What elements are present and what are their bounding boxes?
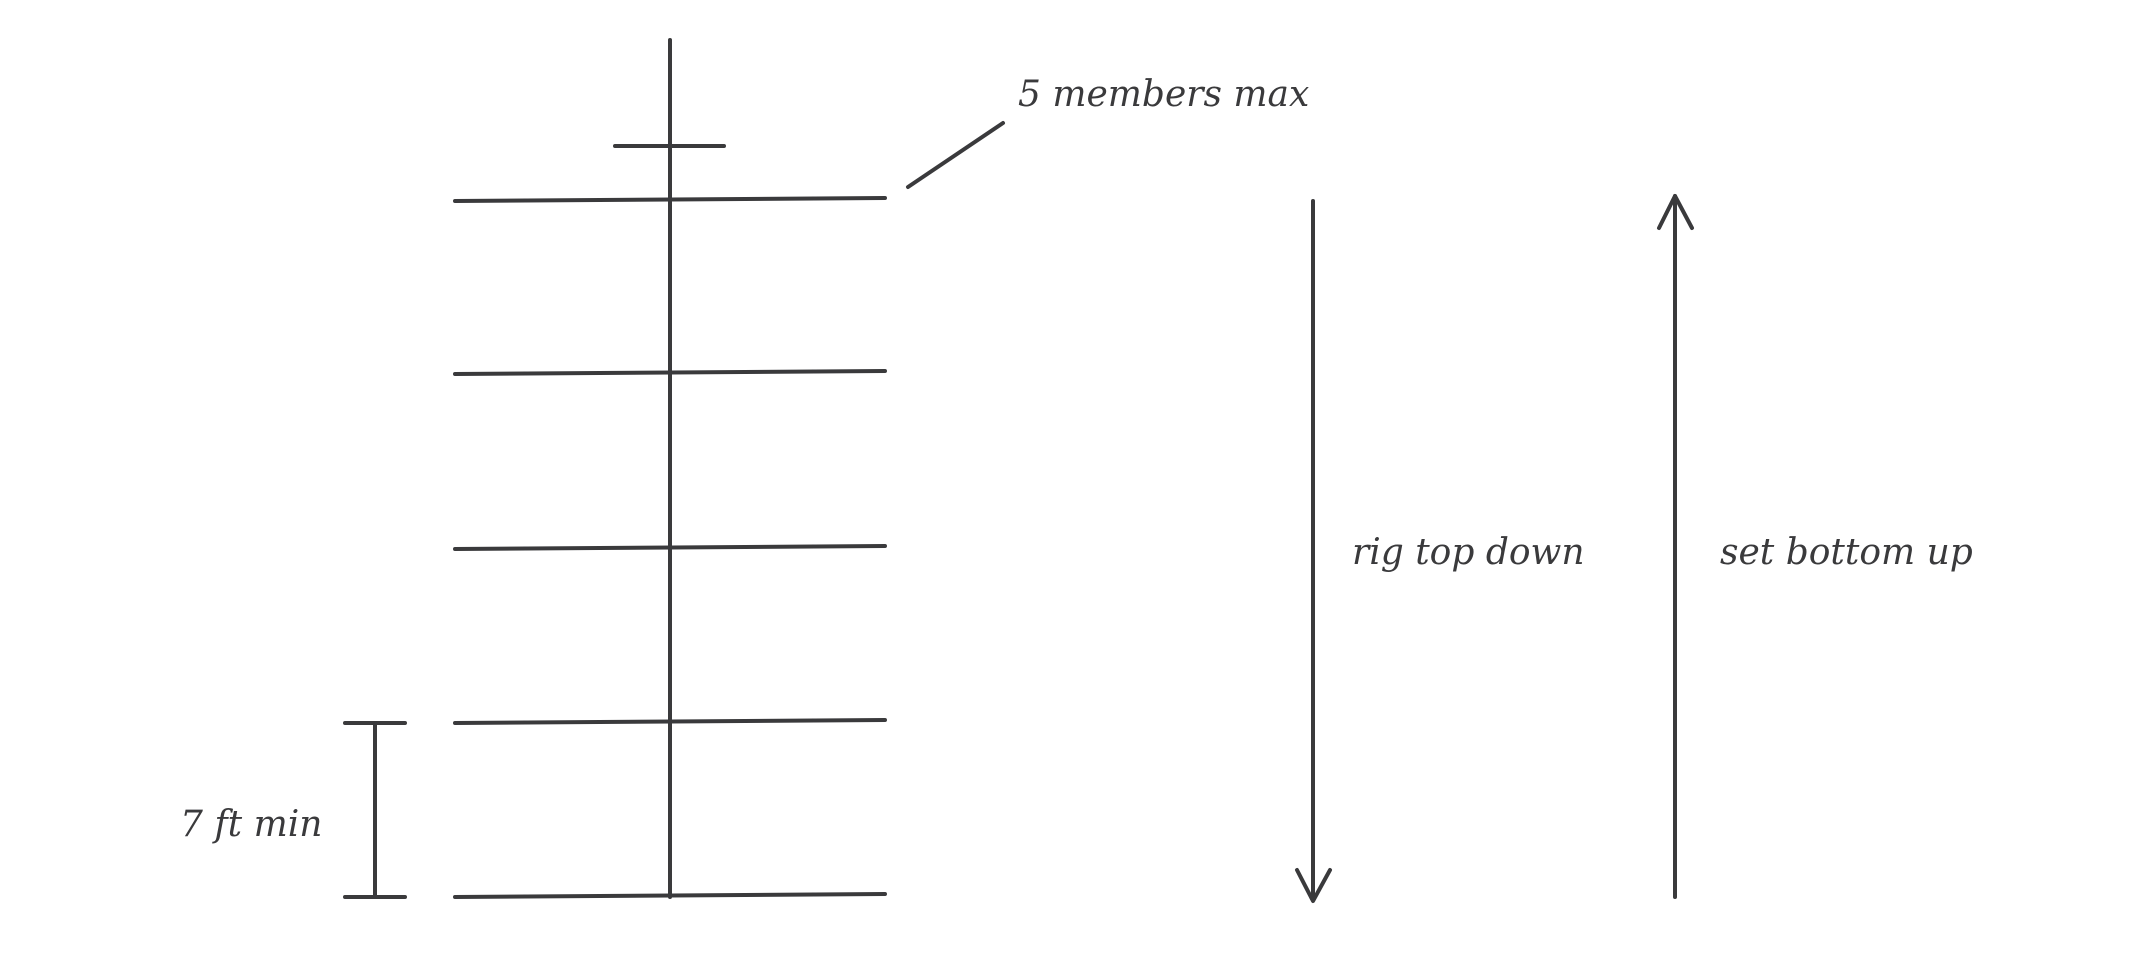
down-arrow-head bbox=[1295, 868, 1332, 903]
set-direction-label: set bottom up bbox=[1720, 532, 1973, 573]
crossbar-member-4 bbox=[453, 718, 887, 725]
crossbar-member-5 bbox=[453, 892, 887, 899]
crossbar-member-3 bbox=[453, 544, 887, 551]
crossbar-member-1 bbox=[453, 196, 887, 203]
crossbar-member-2 bbox=[453, 369, 887, 376]
max-members-label: 5 members max bbox=[1018, 74, 1309, 115]
callout-leader-line bbox=[906, 121, 1005, 189]
min-spacing-label: 7 ft min bbox=[180, 804, 322, 845]
up-arrow-head bbox=[1657, 194, 1694, 230]
rig-direction-label: rig top down bbox=[1352, 532, 1585, 573]
